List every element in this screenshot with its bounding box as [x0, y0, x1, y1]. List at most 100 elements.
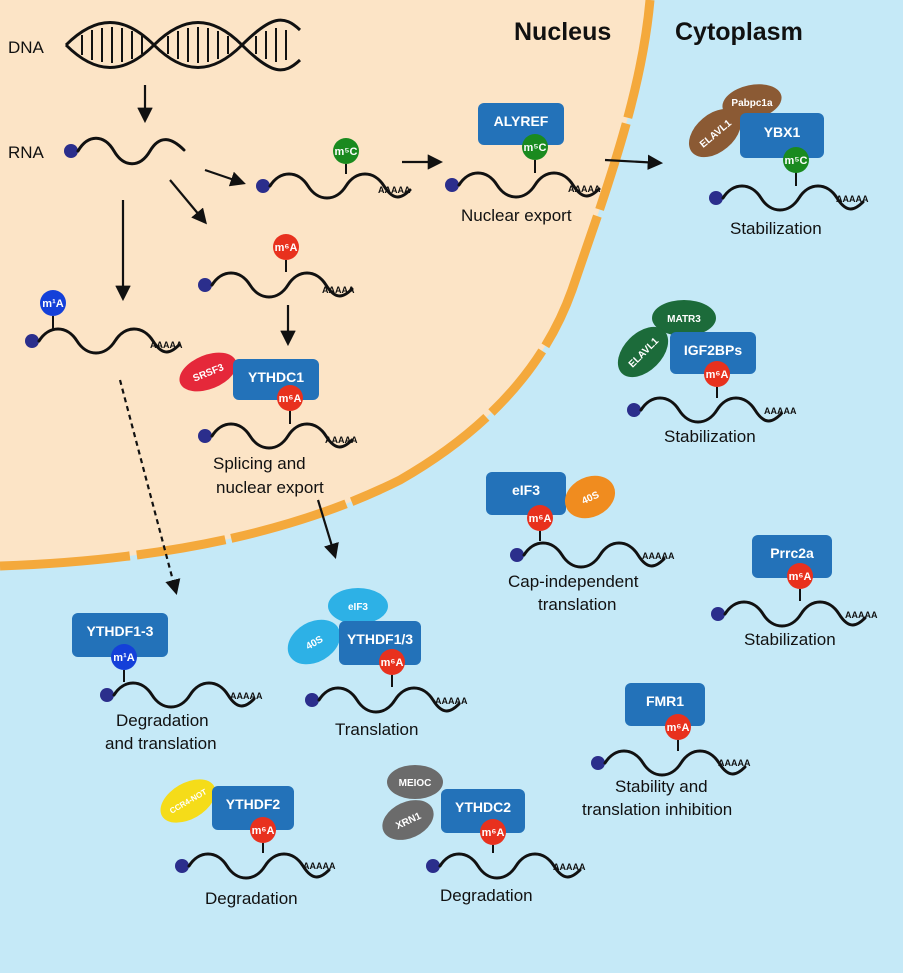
xrn1-oval	[382, 800, 434, 840]
ythdf1-3-translation-complex: eIF3 40S YTHDF1/3 m⁶A AAAAA Translation	[287, 588, 468, 739]
translation-label: Translation	[335, 720, 418, 739]
svg-text:AAAAA: AAAAA	[718, 758, 751, 768]
svg-text:eIF3: eIF3	[348, 602, 368, 613]
stability-inhibition-label-line1: Stability and	[615, 777, 708, 796]
svg-text:m⁶A: m⁶A	[667, 722, 690, 734]
m5c-mark	[522, 134, 548, 160]
cap-icon	[445, 178, 459, 192]
m6a-mark	[480, 819, 506, 845]
m5c-transcript: m⁵C AAAAA	[256, 138, 412, 200]
svg-text:m⁵C: m⁵C	[785, 155, 808, 167]
m1a-mark	[40, 290, 66, 316]
m6a-mark	[787, 563, 813, 589]
cap-icon	[198, 429, 212, 443]
svg-text:AAAAA: AAAAA	[378, 185, 411, 195]
cap-icon	[256, 179, 270, 193]
elavl1-oval	[688, 108, 742, 158]
svg-text:m¹A: m¹A	[113, 652, 134, 664]
40s-oval	[287, 619, 341, 665]
svg-text:AAAAA: AAAAA	[435, 696, 468, 706]
svg-text:m⁶A: m⁶A	[381, 657, 404, 669]
svg-text:m⁶A: m⁶A	[279, 393, 302, 405]
degradation-translation-label-line1: Degradation	[116, 711, 209, 730]
elavl1-oval	[617, 326, 669, 378]
m6a-mark	[665, 714, 691, 740]
cap-icon	[100, 688, 114, 702]
stability-inhibition-label-line2: translation inhibition	[582, 800, 732, 819]
ccr4-not-oval	[160, 779, 216, 823]
matr3-oval	[652, 300, 716, 336]
cap-icon	[25, 334, 39, 348]
nucleus-header: Nucleus	[514, 18, 611, 46]
fmr1-complex: FMR1 m⁶A AAAAA Stability and translation…	[582, 683, 751, 819]
alyref-label: ALYREF	[494, 113, 549, 129]
splicing-label-line1: Splicing and	[213, 454, 306, 473]
cap-icon	[627, 403, 641, 417]
arrow-m6a	[169, 179, 207, 225]
svg-text:m⁶A: m⁶A	[706, 369, 729, 381]
svg-text:m⁶A: m⁶A	[789, 571, 812, 583]
cap-independent-label-line1: Cap-independent	[508, 572, 639, 591]
svg-text:AAAAA: AAAAA	[553, 862, 586, 872]
cap-icon	[198, 278, 212, 292]
cap-independent-label-line2: translation	[538, 595, 616, 614]
svg-text:AAAAA: AAAAA	[303, 861, 336, 871]
svg-text:AAAAA: AAAAA	[836, 194, 869, 204]
svg-text:MATR3: MATR3	[667, 314, 701, 325]
ythdf1-3-label: YTHDF1-3	[87, 623, 154, 639]
m5c-mark	[333, 138, 359, 164]
eif3-label: eIF3	[512, 482, 540, 498]
cap-icon	[64, 144, 78, 158]
m6a-mark	[277, 385, 303, 411]
m6a-mark	[527, 505, 553, 531]
m6a-mark	[273, 234, 299, 260]
rna-label: RNA	[8, 143, 45, 162]
m5c-mark	[783, 147, 809, 173]
svg-text:AAAAA: AAAAA	[642, 551, 675, 561]
ythdc2-complex: MEIOC XRN1 YTHDC2 m⁶A AAAAA Degradation	[382, 765, 586, 905]
stabilization-igf2bps-label: Stabilization	[664, 427, 756, 446]
ythdf1-3-slash-label: YTHDF1/3	[347, 631, 413, 647]
eif3-oval	[328, 588, 388, 624]
prrc2a-complex: Prrc2a m⁶A AAAAA Stabilization	[711, 535, 878, 649]
m6a-transcript: m⁶A AAAAA	[198, 234, 355, 299]
svg-text:Pabpc1a: Pabpc1a	[731, 98, 773, 109]
eif3-40s-complex: eIF3 40S m⁶A AAAAA Cap-independent trans…	[486, 472, 675, 614]
svg-text:m⁶A: m⁶A	[482, 827, 505, 839]
igf2bps-complex: MATR3 ELAVL1 IGF2BPs m⁶A AAAAA Stabiliza…	[617, 300, 797, 446]
ythdf2-label: YTHDF2	[226, 796, 281, 812]
svg-text:AAAAA: AAAAA	[568, 184, 601, 194]
arrow-cytoplasm	[604, 154, 664, 171]
m6a-mark	[704, 361, 730, 387]
alyref-complex: ALYREF m⁵C AAAAA Nuclear export	[445, 103, 601, 225]
svg-text:MEIOC: MEIOC	[399, 778, 432, 789]
ythdc1-complex: SRSF3 YTHDC1 m⁶A AAAAA Splicing and nucl…	[179, 352, 358, 497]
m6a-mark	[250, 817, 276, 843]
m1a-transcript: m¹A AAAAA	[25, 290, 183, 355]
cap-icon	[709, 191, 723, 205]
arrow-dashed-m1a	[118, 379, 181, 595]
ythdc1-label: YTHDC1	[248, 369, 304, 385]
rna-transcript	[64, 136, 186, 166]
svg-text:m⁶A: m⁶A	[252, 825, 275, 837]
svg-text:AAAAA: AAAAA	[764, 406, 797, 416]
cap-icon	[510, 548, 524, 562]
cap-icon	[711, 607, 725, 621]
cap-icon	[305, 693, 319, 707]
m6a-mark	[379, 649, 405, 675]
stabilization-prrc2a-label: Stabilization	[744, 630, 836, 649]
svg-text:m⁵C: m⁵C	[524, 142, 547, 154]
ythdc2-label: YTHDC2	[455, 799, 511, 815]
40s-oval	[564, 475, 616, 519]
igf2bps-label: IGF2BPs	[684, 342, 743, 358]
cytoplasm-header: Cytoplasm	[675, 18, 803, 46]
arrow-m5c	[204, 168, 246, 187]
cap-icon	[426, 859, 440, 873]
svg-text:m⁶A: m⁶A	[275, 242, 298, 254]
pabpc1a-oval	[722, 84, 782, 120]
ybx1-label: YBX1	[764, 124, 801, 140]
svg-text:m⁵C: m⁵C	[335, 146, 358, 158]
svg-text:AAAAA: AAAAA	[845, 610, 878, 620]
